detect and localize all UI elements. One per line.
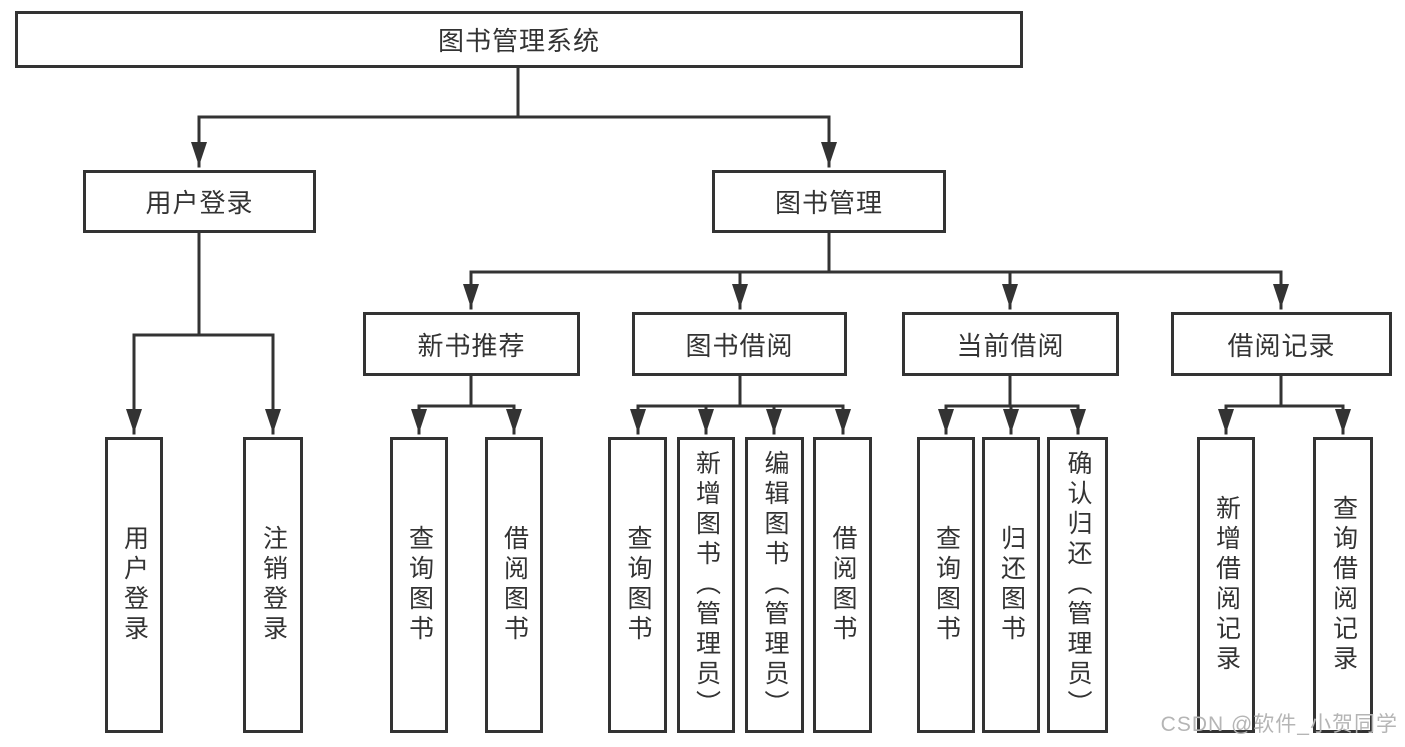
leaf-user-login-label: 用户登录 (120, 525, 149, 645)
node-book-borrow: 图书借阅 (632, 312, 847, 376)
leaf-edit-book-admin-label: 编辑图书（管理员） (761, 450, 789, 720)
leaf-query-borrow-record: 查询借阅记录 (1313, 437, 1373, 733)
leaf-query-books-borrow-label: 查询图书 (624, 525, 652, 645)
leaf-logout: 注销登录 (243, 437, 303, 733)
connector-book-borrow-to-leaves (630, 374, 851, 435)
leaf-edit-book-admin: 编辑图书（管理员） (745, 437, 804, 733)
leaf-query-books-current: 查询图书 (917, 437, 975, 733)
leaf-borrow-books-recommend-label: 借阅图书 (500, 525, 529, 645)
node-borrow-records: 借阅记录 (1171, 312, 1392, 376)
leaf-borrow-books: 借阅图书 (813, 437, 872, 733)
node-user-login: 用户登录 (83, 170, 316, 233)
leaf-confirm-return-admin-label: 确认归还（管理员） (1064, 450, 1092, 720)
leaf-add-borrow-record-label: 新增借阅记录 (1212, 495, 1241, 675)
connector-current-borrow-to-leaves (938, 374, 1086, 435)
connector-book-management-to-level3 (463, 231, 1289, 310)
leaf-query-borrow-record-label: 查询借阅记录 (1329, 495, 1358, 675)
node-book-management: 图书管理 (712, 170, 946, 233)
node-new-book-recommend: 新书推荐 (363, 312, 580, 376)
csdn-watermark: CSDN @软件_小贺同学 (1160, 713, 1398, 736)
leaf-add-book-admin: 新增图书（管理员） (677, 437, 735, 733)
connector-borrow-records-to-leaves (1218, 374, 1351, 435)
leaf-query-books-recommend: 查询图书 (390, 437, 448, 733)
node-root: 图书管理系统 (15, 11, 1023, 68)
connector-new-book-to-leaves (411, 374, 522, 435)
leaf-add-book-admin-label: 新增图书（管理员） (692, 450, 721, 720)
leaf-user-login: 用户登录 (105, 437, 163, 733)
connector-user-login-to-leaves (126, 231, 281, 435)
leaf-confirm-return-admin: 确认归还（管理员） (1047, 437, 1108, 733)
connector-root-to-level2 (191, 66, 837, 168)
leaf-borrow-books-label: 借阅图书 (829, 525, 857, 645)
leaf-logout-label: 注销登录 (259, 525, 288, 645)
leaf-return-book: 归还图书 (982, 437, 1040, 733)
leaf-return-book-label: 归还图书 (997, 525, 1026, 645)
leaf-add-borrow-record: 新增借阅记录 (1197, 437, 1255, 733)
leaf-query-books-borrow: 查询图书 (608, 437, 667, 733)
node-current-borrow: 当前借阅 (902, 312, 1119, 376)
leaf-query-books-recommend-label: 查询图书 (405, 525, 434, 645)
leaf-borrow-books-recommend: 借阅图书 (485, 437, 543, 733)
leaf-query-books-current-label: 查询图书 (932, 525, 961, 645)
